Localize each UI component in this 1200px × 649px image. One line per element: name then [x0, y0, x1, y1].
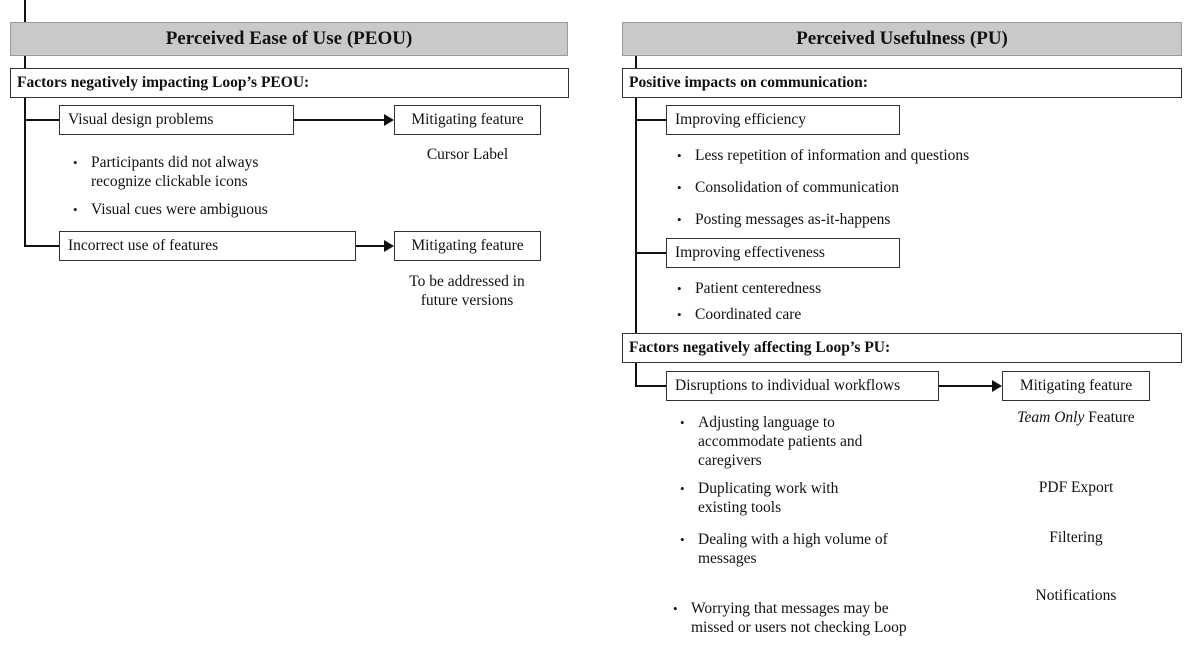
disruptions-box: Disruptions to individual workflows — [666, 371, 939, 401]
future-versions-note: To be addressed in future versions — [409, 273, 525, 309]
peou-bullet-1: • Participants did not always recognize … — [73, 154, 259, 190]
bullet-dot: • — [680, 481, 685, 496]
negative-factors-box: Factors negatively affecting Loop’s PU: — [622, 333, 1182, 363]
notifications-note: Notifications — [1035, 587, 1117, 604]
cursor-label-note: Cursor Label — [426, 146, 509, 163]
bullet-dot: • — [73, 155, 78, 170]
peou-branch-2 — [24, 245, 59, 247]
pu-branch-efficiency — [635, 119, 666, 121]
peou-header: Perceived Ease of Use (PEOU) — [10, 22, 568, 56]
bullet-dot: • — [673, 601, 678, 616]
peou-factors-box: Factors negatively impacting Loop’s PEOU… — [10, 68, 569, 98]
disruption-bullet-1: • Adjusting language to accommodate pati… — [680, 414, 863, 469]
disruption-bullet-4: • Worrying that messages may be missed o… — [673, 600, 907, 636]
effectiveness-bullet-1: • Patient centeredness — [677, 280, 822, 297]
bullet-dot: • — [677, 281, 682, 296]
team-only-note: Team Only Feature — [996, 408, 1156, 427]
bullet-dot: • — [677, 180, 682, 195]
visual-design-box: Visual design problems — [59, 105, 294, 135]
pu-connector-header — [635, 56, 637, 68]
efficiency-box: Improving efficiency — [666, 105, 900, 135]
incorrect-use-box: Incorrect use of features — [59, 231, 356, 261]
bullet-dot: • — [680, 415, 685, 430]
efficiency-bullet-1: • Less repetition of information and que… — [677, 147, 970, 164]
team-only-italic: Team Only — [1017, 409, 1085, 426]
efficiency-bullet-3: • Posting messages as-it-happens — [677, 211, 891, 228]
disruption-bullet-2: • Duplicating work with existing tools — [680, 480, 839, 516]
bullet-dot: • — [677, 148, 682, 163]
pu-header: Perceived Usefulness (PU) — [622, 22, 1182, 56]
pu-mitigating-box: Mitigating feature — [1002, 371, 1150, 401]
efficiency-bullet-2: • Consolidation of communication — [677, 179, 900, 196]
mitigating-box-1: Mitigating feature — [394, 105, 541, 135]
positive-impacts-box: Positive impacts on communication: — [622, 68, 1182, 98]
peou-connector-header — [24, 56, 26, 68]
peou-trunk-line — [24, 98, 26, 247]
effectiveness-box: Improving effectiveness — [666, 238, 900, 268]
pu-branch-disruptions — [635, 385, 666, 387]
peou-branch-1 — [24, 119, 59, 121]
bullet-dot: • — [677, 212, 682, 227]
pu-trunk-line — [635, 98, 637, 333]
mitigating-box-2: Mitigating feature — [394, 231, 541, 261]
peou-arrow-2 — [356, 240, 394, 252]
effectiveness-bullet-2: • Coordinated care — [677, 306, 802, 323]
disruption-bullet-3: • Dealing with a high volume of messages — [680, 531, 888, 567]
peou-arrow-1 — [294, 114, 394, 126]
bullet-dot: • — [680, 532, 685, 547]
filtering-note: Filtering — [1049, 529, 1103, 546]
team-only-rest: Feature — [1084, 409, 1135, 426]
pdf-export-note: PDF Export — [1038, 479, 1114, 496]
peou-connector-top — [24, 0, 26, 22]
pu-arrow — [939, 380, 1002, 392]
bullet-dot: • — [677, 307, 682, 322]
bullet-dot: • — [73, 202, 78, 217]
pu-trunk-line-2 — [635, 363, 637, 387]
peou-bullet-2: • Visual cues were ambiguous — [73, 201, 268, 218]
pu-branch-effectiveness — [635, 252, 666, 254]
